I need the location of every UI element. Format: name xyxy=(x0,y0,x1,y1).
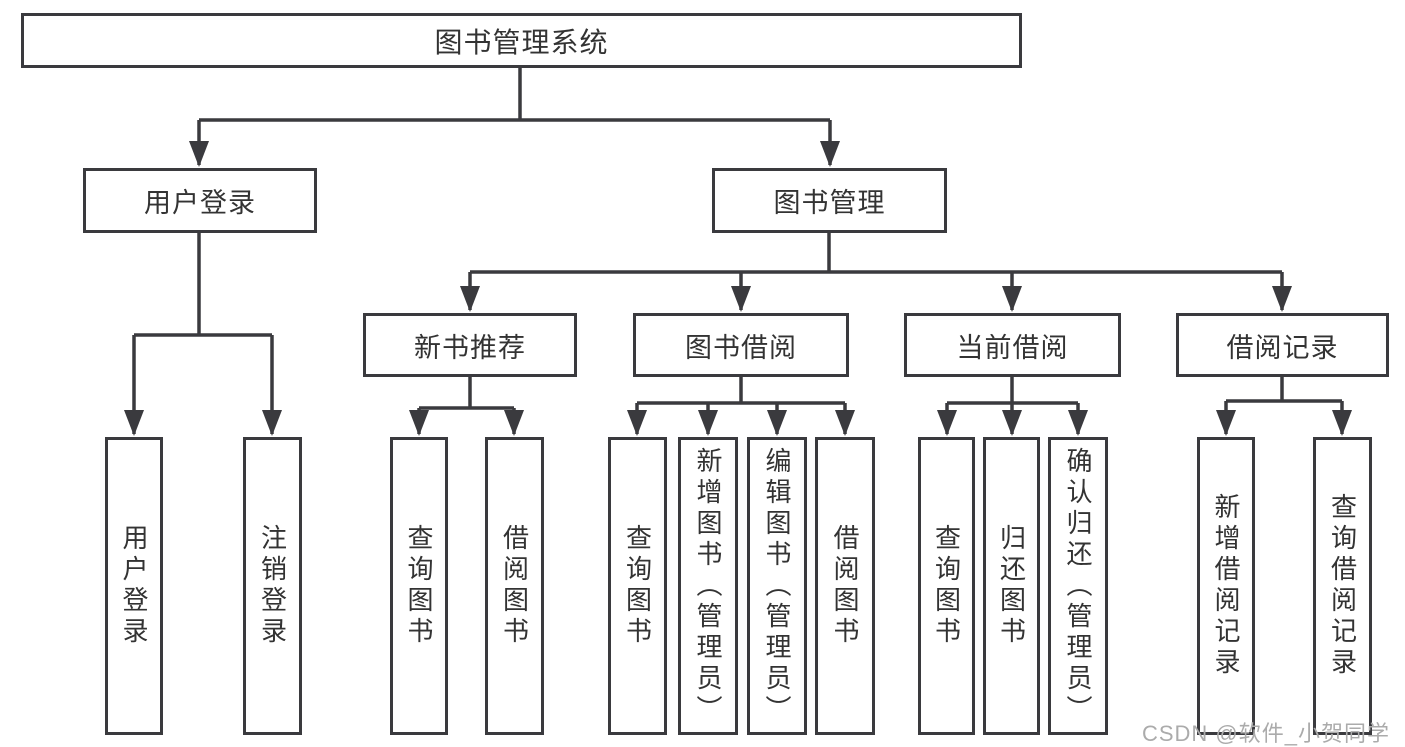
leaf-borrow-books: 借阅图书 xyxy=(815,437,875,735)
leaf-add-books-admin: 新增图书（管理员） xyxy=(678,437,738,735)
leaf-query-books-borrowing: 查询图书 xyxy=(608,437,667,735)
node-user-login: 用户登录 xyxy=(83,168,317,233)
leaf-return-books: 归还图书 xyxy=(983,437,1040,735)
leaf-edit-books-admin: 编辑图书（管理员） xyxy=(747,437,807,735)
arrow-icon xyxy=(627,410,647,436)
node-borrow-records: 借阅记录 xyxy=(1176,313,1389,377)
arrow-icon xyxy=(1332,410,1352,436)
leaf-logout: 注销登录 xyxy=(243,437,302,735)
leaf-add-borrow-record: 新增借阅记录 xyxy=(1197,437,1255,735)
node-book-management: 图书管理 xyxy=(712,168,947,233)
node-book-borrowing: 图书借阅 xyxy=(633,313,849,377)
node-library-management-system: 图书管理系统 xyxy=(21,13,1022,68)
arrow-icon xyxy=(1216,410,1236,436)
leaf-query-books-recommend: 查询图书 xyxy=(390,437,448,735)
leaf-query-books-current: 查询图书 xyxy=(918,437,975,735)
watermark: CSDN @软件_小贺同学 xyxy=(1141,721,1390,746)
leaf-user-login: 用户登录 xyxy=(105,437,163,735)
arrow-icon xyxy=(1002,286,1022,312)
arrow-icon xyxy=(189,141,209,167)
arrow-icon xyxy=(124,410,144,436)
arrow-icon xyxy=(731,286,751,312)
arrow-icon xyxy=(1002,410,1022,436)
arrow-icon xyxy=(835,410,855,436)
leaf-confirm-return-admin: 确认归还（管理员） xyxy=(1048,437,1108,735)
leaf-query-borrow-record: 查询借阅记录 xyxy=(1313,437,1372,735)
arrow-icon xyxy=(937,410,957,436)
arrow-icon xyxy=(460,286,480,312)
arrow-icon xyxy=(698,410,718,436)
arrow-icon xyxy=(820,141,840,167)
leaf-borrow-books-recommend: 借阅图书 xyxy=(485,437,544,735)
arrow-icon xyxy=(1272,286,1292,312)
node-current-borrowing: 当前借阅 xyxy=(904,313,1121,377)
arrow-icon xyxy=(1068,410,1088,436)
arrow-icon xyxy=(767,410,787,436)
node-new-book-recommendation: 新书推荐 xyxy=(363,313,577,377)
arrow-icon xyxy=(262,410,282,436)
arrow-icon xyxy=(409,410,429,436)
arrow-icon xyxy=(504,410,524,436)
